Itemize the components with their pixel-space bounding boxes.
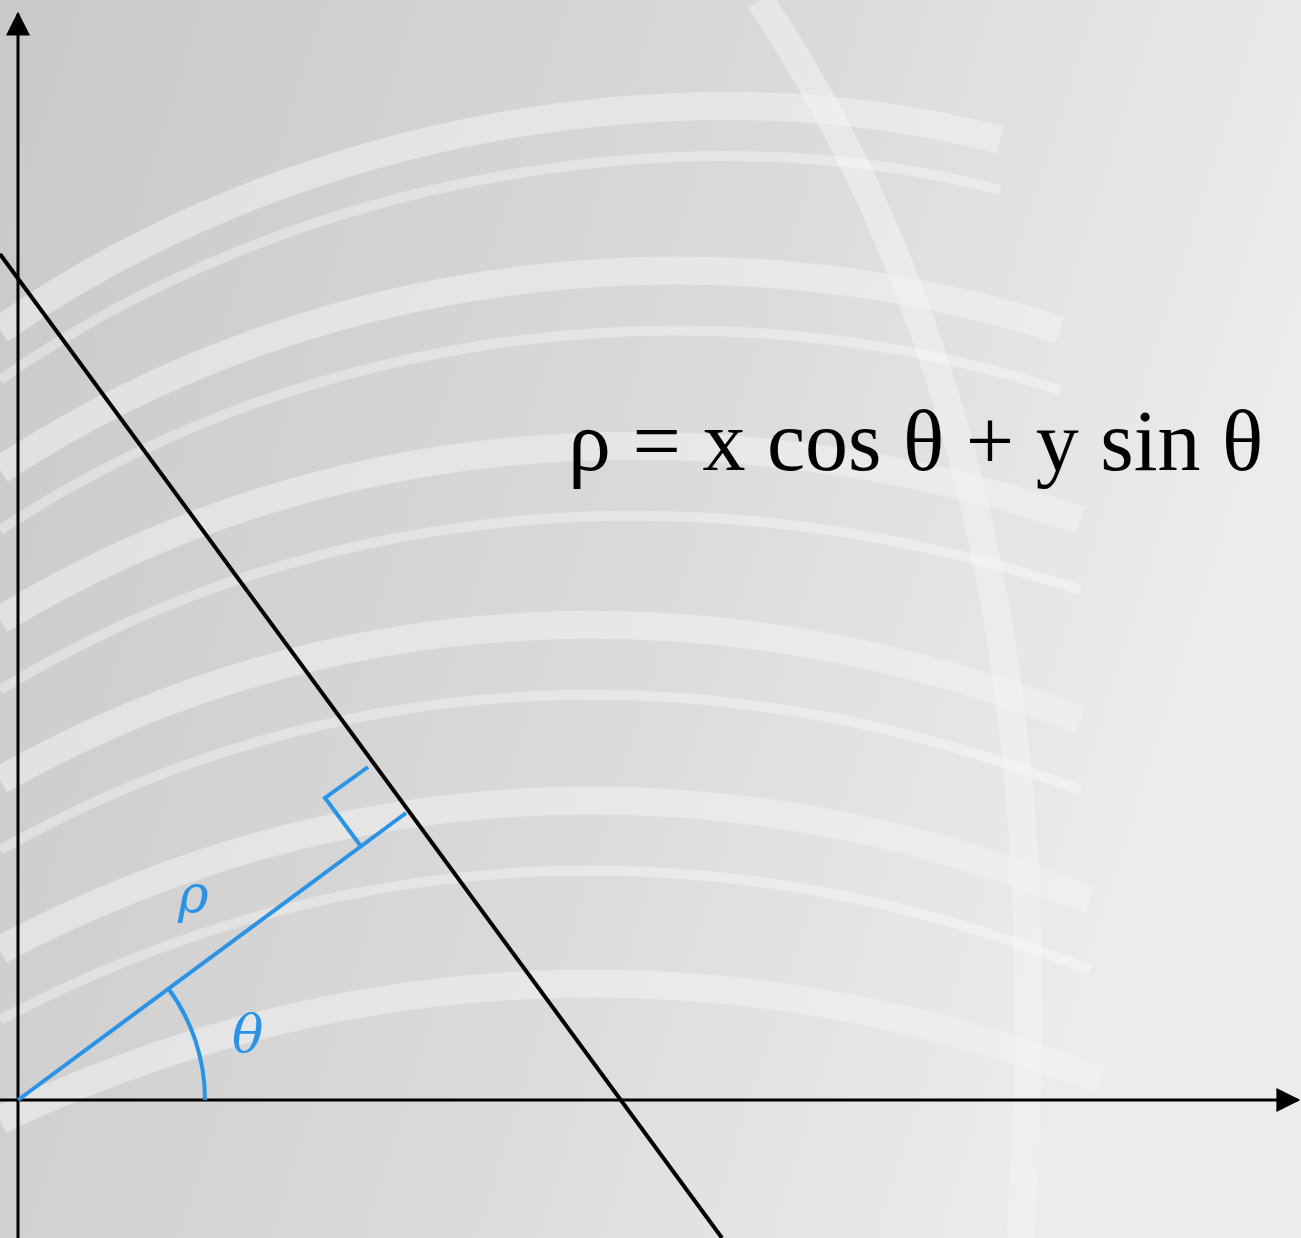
rib-shadows [0, 0, 1100, 1238]
y-axis [17, 14, 20, 1238]
right-angle-mark [325, 767, 368, 845]
rho-label: ρ [178, 868, 209, 920]
normal-segment [18, 813, 406, 1100]
theta-label: θ [232, 1008, 263, 1060]
x-axis [0, 1099, 1298, 1102]
angle-arc [168, 988, 205, 1100]
normal-equation: ρ = x cos θ + y sin θ [568, 398, 1263, 484]
rib-edges [0, 156, 1090, 1020]
